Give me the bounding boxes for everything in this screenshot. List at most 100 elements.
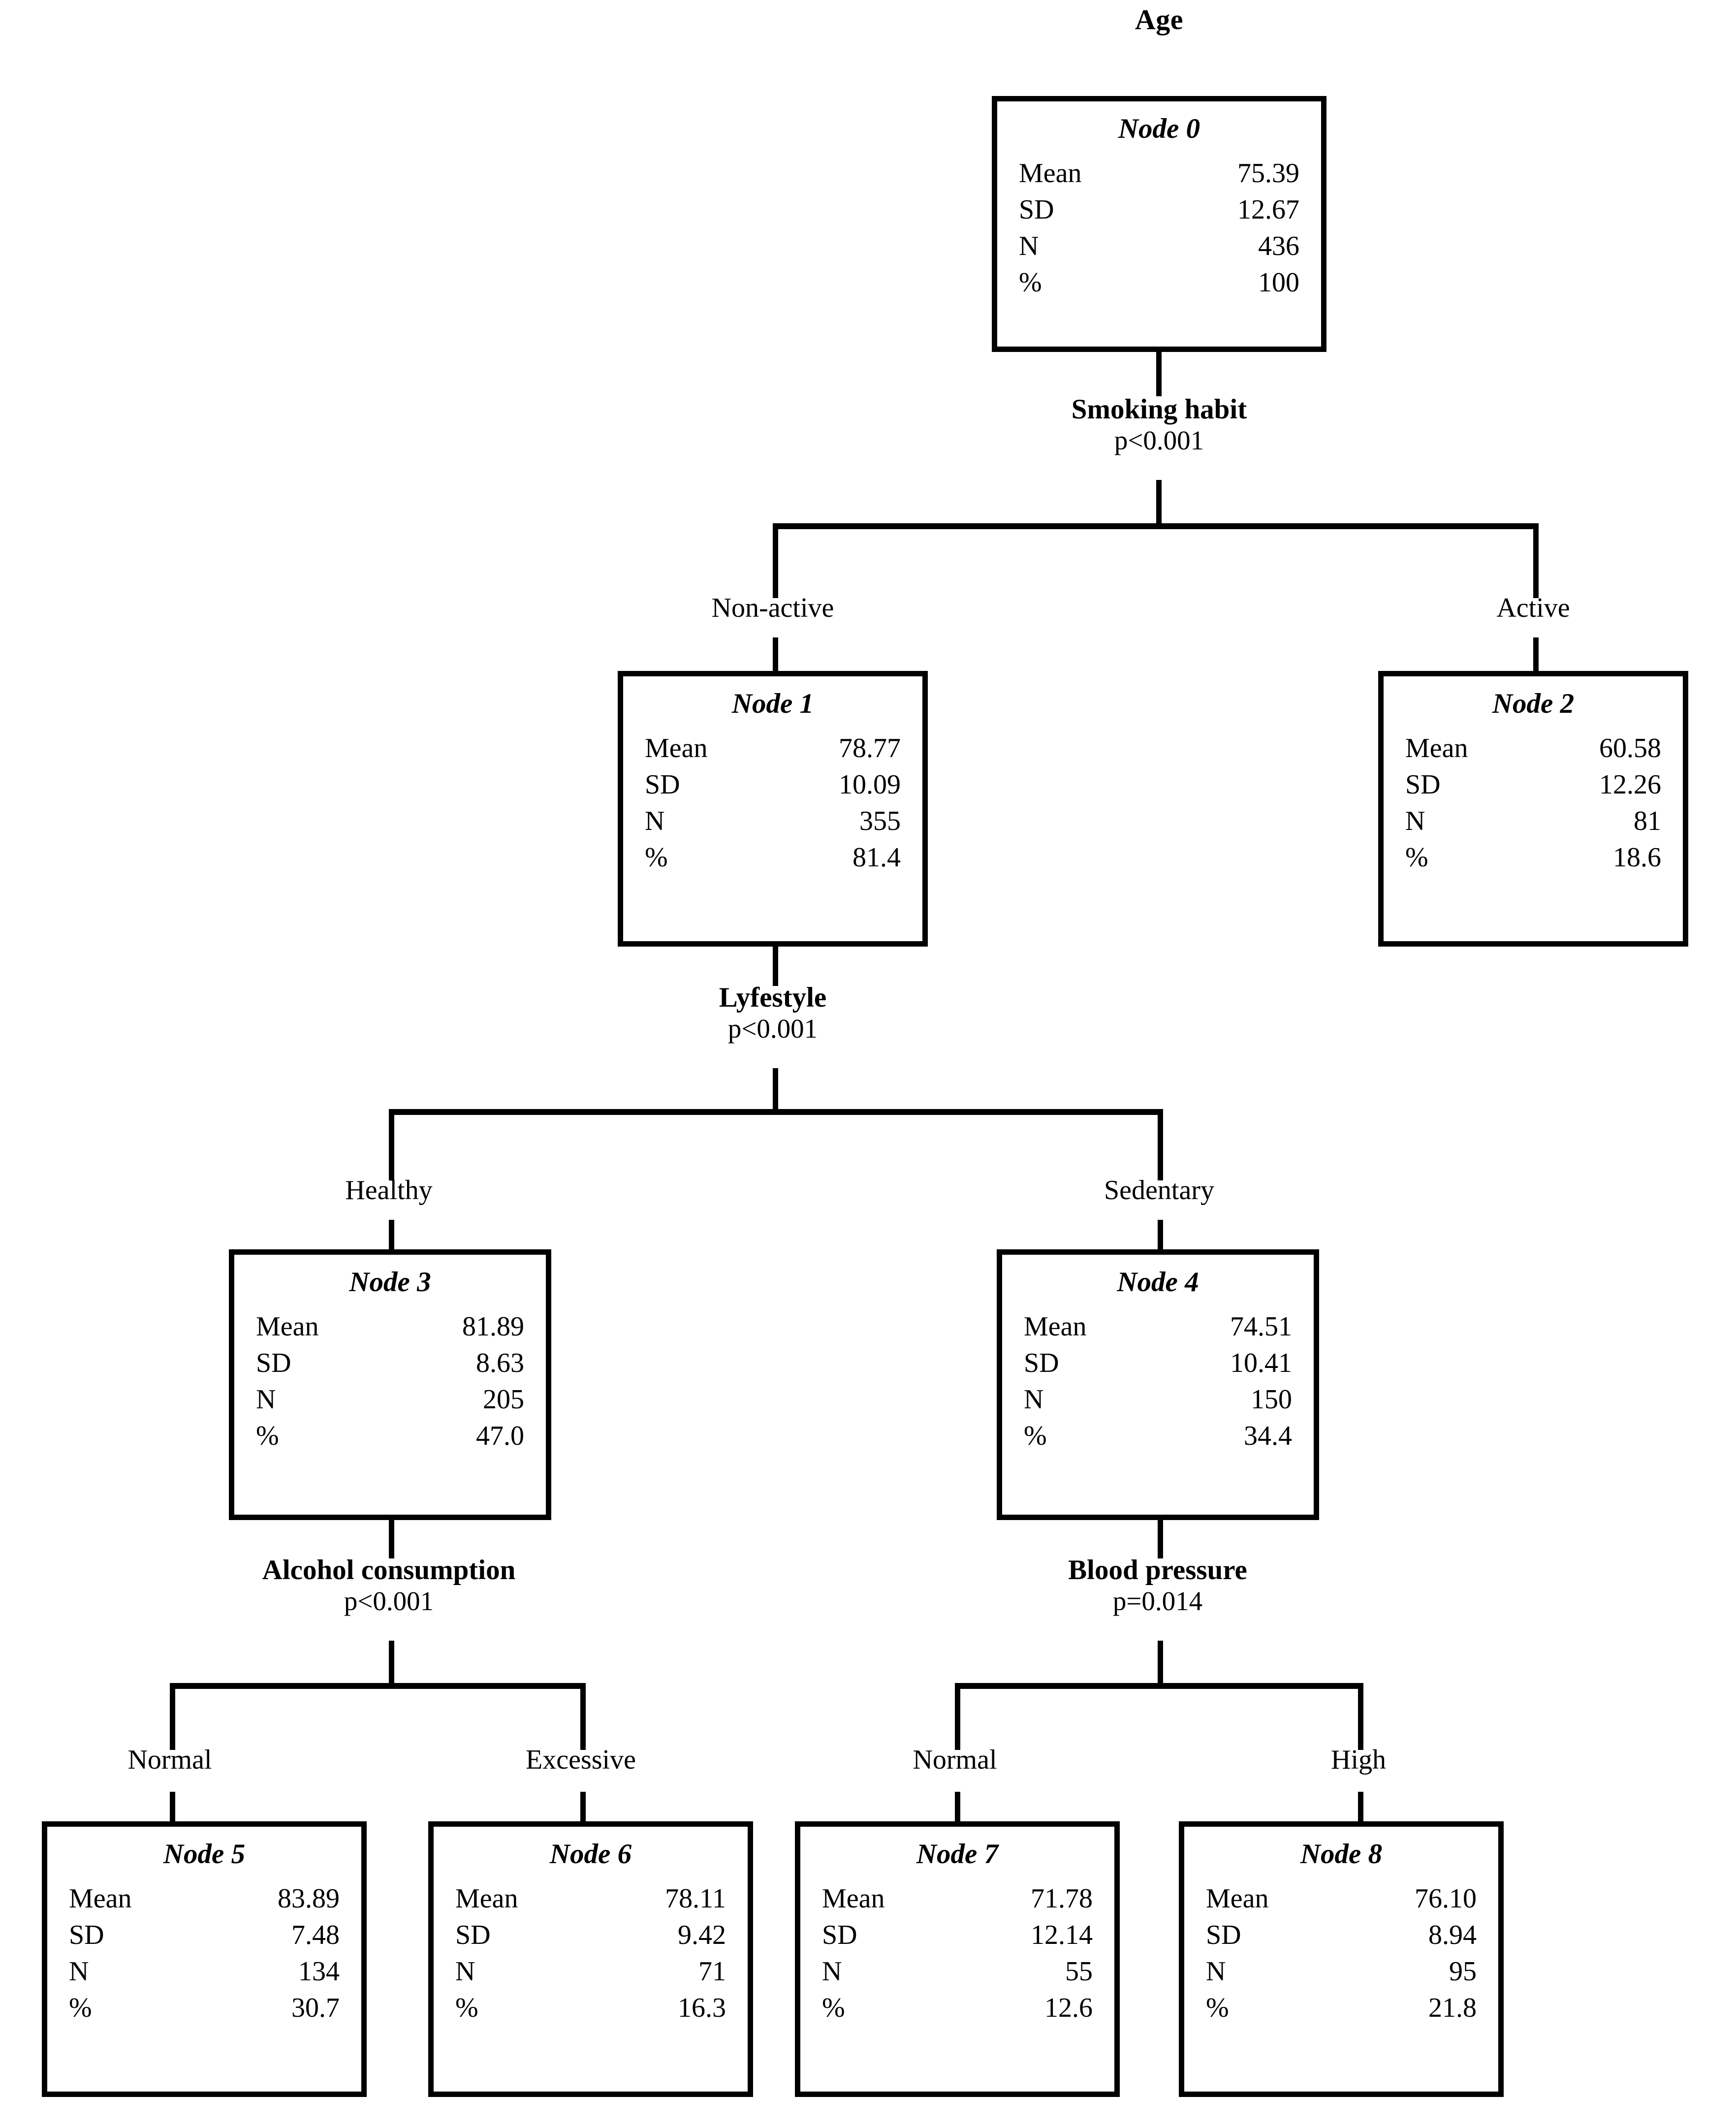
stat-label-n: N bbox=[455, 1956, 475, 1987]
split-label-smoking-habit: Smoking habit p<0.001 bbox=[962, 394, 1356, 455]
branch-label-sedentary: Sedentary bbox=[1104, 1175, 1214, 1206]
stat-value-n: 71 bbox=[698, 1956, 726, 1987]
node-title: Node 3 bbox=[349, 1267, 431, 1298]
stat-label-sd: SD bbox=[1019, 194, 1054, 225]
stat-row: % 34.4 bbox=[1024, 1418, 1292, 1455]
stat-label-sd: SD bbox=[69, 1919, 104, 1950]
connector-to-node8 bbox=[1358, 1792, 1363, 1822]
root-variable-title: Age bbox=[1135, 3, 1184, 35]
stat-value-mean: 81.89 bbox=[462, 1311, 524, 1342]
stat-label-pct: % bbox=[1019, 267, 1042, 298]
stat-row: N 81 bbox=[1405, 803, 1661, 840]
branch-label-non-active: Non-active bbox=[711, 593, 834, 623]
branch-label-bp-normal: Normal bbox=[913, 1745, 997, 1775]
stat-value-n: 355 bbox=[859, 805, 901, 836]
stat-value-sd: 9.42 bbox=[678, 1919, 726, 1950]
connector-node3-stem bbox=[389, 1520, 394, 1558]
stat-label-sd: SD bbox=[1206, 1919, 1241, 1950]
stat-row: SD 8.94 bbox=[1206, 1917, 1477, 1954]
stat-row: SD 12.14 bbox=[822, 1917, 1093, 1954]
stat-label-pct: % bbox=[1024, 1420, 1047, 1451]
stat-value-pct: 81.4 bbox=[852, 842, 901, 873]
stat-value-sd: 10.41 bbox=[1230, 1347, 1292, 1378]
connector-to-node5 bbox=[170, 1792, 175, 1822]
stat-label-sd: SD bbox=[1405, 769, 1441, 800]
stat-row: N 95 bbox=[1206, 1954, 1477, 1990]
connector-to-node2 bbox=[1533, 637, 1539, 672]
stat-value-n: 150 bbox=[1251, 1384, 1292, 1415]
node-box-node5[interactable]: Node 5 Mean 83.89 SD 7.48 N 134 % 30.7 bbox=[42, 1821, 367, 2097]
connector-node4-stem bbox=[1158, 1520, 1163, 1558]
stat-value-mean: 75.39 bbox=[1237, 158, 1299, 189]
split-label-alcohol-consumption: Alcohol consumption p<0.001 bbox=[167, 1555, 610, 1616]
stat-value-sd: 12.67 bbox=[1237, 194, 1299, 225]
stat-row: SD 9.42 bbox=[455, 1917, 726, 1954]
node-stats: Mean 81.89 SD 8.63 N 205 % 47.0 bbox=[256, 1309, 524, 1505]
connector-split1-drop bbox=[773, 1068, 778, 1110]
stat-row: N 436 bbox=[1019, 228, 1299, 265]
stat-value-mean: 76.10 bbox=[1415, 1883, 1477, 1914]
stat-value-pct: 21.8 bbox=[1428, 1992, 1477, 2023]
connector-split4-left-arm bbox=[955, 1683, 960, 1750]
node-stats: Mean 75.39 SD 12.67 N 436 % 100 bbox=[1019, 156, 1299, 337]
branch-label-alcohol-normal: Normal bbox=[127, 1745, 212, 1775]
stat-value-pct: 16.3 bbox=[678, 1992, 726, 2023]
stat-row: SD 12.26 bbox=[1405, 767, 1661, 803]
node-box-node2[interactable]: Node 2 Mean 60.58 SD 12.26 N 81 % 18.6 bbox=[1378, 671, 1688, 947]
stat-value-n: 55 bbox=[1065, 1956, 1093, 1987]
stat-label-n: N bbox=[645, 805, 665, 836]
node-stats: Mean 78.11 SD 9.42 N 71 % 16.3 bbox=[455, 1881, 726, 2082]
stat-label-sd: SD bbox=[455, 1919, 491, 1950]
stat-label-sd: SD bbox=[256, 1347, 291, 1378]
node-box-node1[interactable]: Node 1 Mean 78.77 SD 10.09 N 355 % 81.4 bbox=[618, 671, 928, 947]
connector-split4-bar bbox=[955, 1683, 1363, 1689]
stat-value-sd: 12.14 bbox=[1031, 1919, 1093, 1950]
stat-row: % 81.4 bbox=[645, 840, 901, 876]
node-box-node3[interactable]: Node 3 Mean 81.89 SD 8.63 N 205 % 47.0 bbox=[229, 1249, 551, 1520]
stat-value-sd: 8.63 bbox=[476, 1347, 524, 1378]
stat-label-mean: Mean bbox=[645, 732, 708, 763]
stat-row: N 55 bbox=[822, 1954, 1093, 1990]
stat-row: Mean 75.39 bbox=[1019, 156, 1299, 192]
stat-value-n: 134 bbox=[298, 1956, 340, 1987]
stat-label-mean: Mean bbox=[1206, 1883, 1269, 1914]
stat-label-mean: Mean bbox=[69, 1883, 132, 1914]
branch-label-alcohol-excessive: Excessive bbox=[526, 1745, 636, 1775]
node-box-node0[interactable]: Node 0 Mean 75.39 SD 12.67 N 436 % 100 bbox=[992, 96, 1326, 352]
node-stats: Mean 76.10 SD 8.94 N 95 % 21.8 bbox=[1206, 1881, 1477, 2082]
stat-value-pct: 34.4 bbox=[1244, 1420, 1292, 1451]
stat-value-mean: 78.77 bbox=[839, 732, 901, 763]
stat-row: Mean 76.10 bbox=[1206, 1881, 1477, 1917]
connector-node0-stem bbox=[1156, 352, 1162, 396]
split-p-value: p<0.001 bbox=[1114, 425, 1204, 455]
stat-row: SD 10.09 bbox=[645, 767, 901, 803]
stat-row: % 47.0 bbox=[256, 1418, 524, 1455]
stat-value-sd: 8.94 bbox=[1428, 1919, 1477, 1950]
stat-label-mean: Mean bbox=[455, 1883, 518, 1914]
split-p-value: p<0.001 bbox=[727, 1013, 818, 1044]
stat-value-sd: 7.48 bbox=[291, 1919, 340, 1950]
stat-row: % 30.7 bbox=[69, 1990, 340, 2027]
node-box-node7[interactable]: Node 7 Mean 71.78 SD 12.14 N 55 % 12.6 bbox=[795, 1821, 1120, 2097]
stat-label-pct: % bbox=[822, 1992, 845, 2023]
node-box-node6[interactable]: Node 6 Mean 78.11 SD 9.42 N 71 % 16.3 bbox=[428, 1821, 753, 2097]
connector-to-node1 bbox=[773, 637, 778, 672]
node-box-node8[interactable]: Node 8 Mean 76.10 SD 8.94 N 95 % 21.8 bbox=[1179, 1821, 1504, 2097]
stat-row: SD 12.67 bbox=[1019, 192, 1299, 228]
node-title: Node 5 bbox=[163, 1839, 246, 1870]
stat-label-n: N bbox=[1024, 1384, 1044, 1415]
node-box-node4[interactable]: Node 4 Mean 74.51 SD 10.41 N 150 % 34.4 bbox=[997, 1249, 1319, 1520]
stat-label-pct: % bbox=[256, 1420, 279, 1451]
connector-split0-bar bbox=[773, 523, 1539, 529]
split-p-value: p<0.001 bbox=[344, 1586, 434, 1616]
stat-label-pct: % bbox=[1405, 842, 1428, 873]
stat-label-pct: % bbox=[455, 1992, 478, 2023]
stat-row: % 100 bbox=[1019, 265, 1299, 301]
stat-row: SD 8.63 bbox=[256, 1345, 524, 1382]
stat-value-mean: 78.11 bbox=[665, 1883, 726, 1914]
stat-value-sd: 12.26 bbox=[1599, 769, 1661, 800]
split-p-value: p=0.014 bbox=[1112, 1586, 1203, 1616]
stat-row: N 71 bbox=[455, 1954, 726, 1990]
node-stats: Mean 78.77 SD 10.09 N 355 % 81.4 bbox=[645, 730, 901, 931]
connector-split3-drop bbox=[389, 1641, 394, 1683]
